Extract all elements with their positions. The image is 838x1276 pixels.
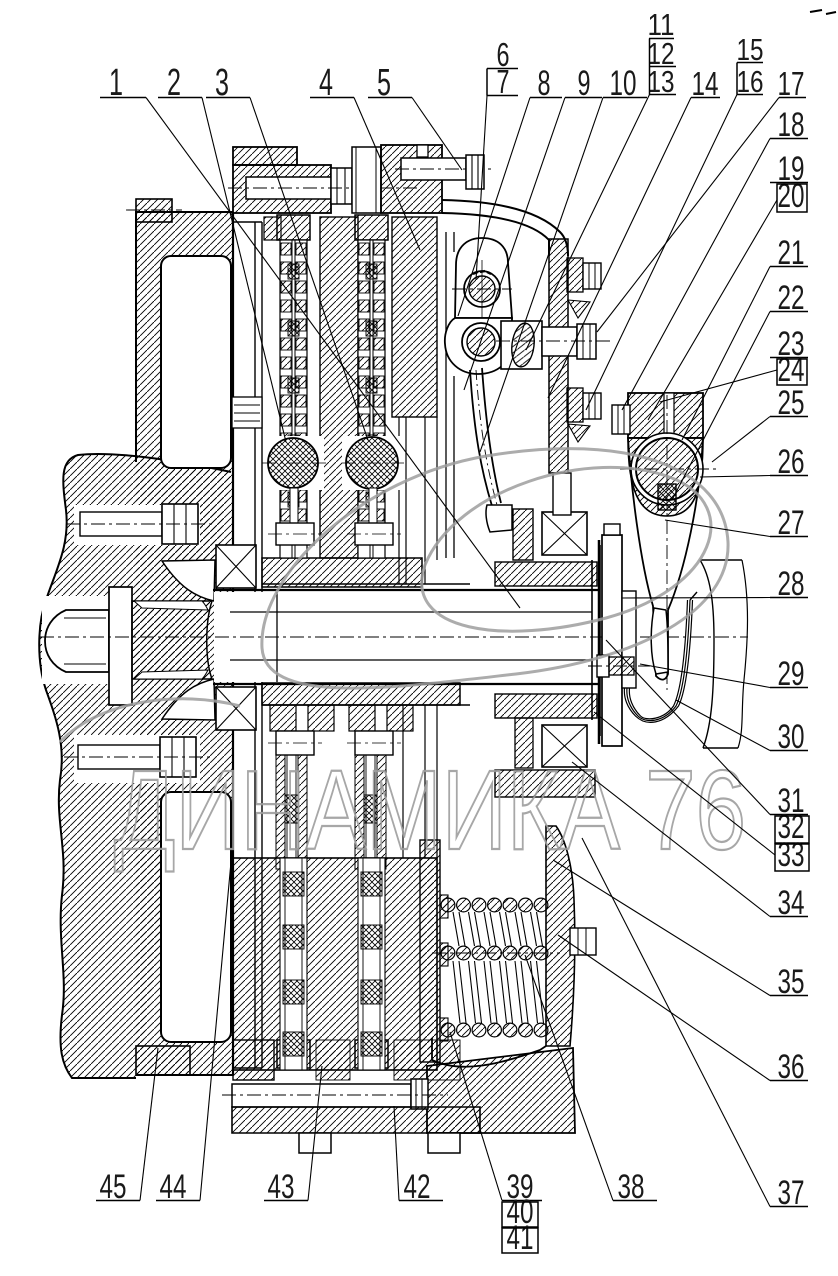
svg-text:20: 20 [778, 177, 805, 215]
svg-text:32: 32 [778, 808, 805, 846]
svg-text:3: 3 [215, 62, 229, 104]
svg-text:18: 18 [778, 106, 805, 144]
svg-text:22: 22 [778, 279, 805, 317]
svg-text:38: 38 [618, 1168, 645, 1206]
svg-text:44: 44 [160, 1168, 187, 1206]
svg-text:31: 31 [778, 782, 805, 820]
svg-text:40: 40 [507, 1193, 534, 1231]
svg-text:43: 43 [268, 1168, 295, 1206]
svg-text:45: 45 [100, 1168, 127, 1206]
svg-text:41: 41 [507, 1219, 534, 1257]
svg-text:36: 36 [778, 1048, 805, 1086]
svg-text:34: 34 [778, 884, 805, 922]
svg-text:35: 35 [778, 963, 805, 1001]
svg-text:15: 15 [737, 32, 764, 67]
svg-text:5: 5 [377, 62, 391, 104]
svg-text:37: 37 [778, 1174, 805, 1212]
svg-text:16: 16 [737, 64, 764, 99]
svg-text:7: 7 [497, 63, 510, 100]
svg-text:6: 6 [497, 36, 510, 73]
svg-text:2: 2 [167, 62, 181, 104]
svg-text:4: 4 [319, 62, 333, 104]
svg-text:30: 30 [778, 718, 805, 756]
svg-text:33: 33 [778, 836, 805, 874]
svg-text:10: 10 [610, 64, 637, 103]
svg-text:13: 13 [648, 64, 675, 99]
svg-text:14: 14 [692, 65, 719, 102]
svg-text:29: 29 [778, 655, 805, 693]
svg-text:21: 21 [778, 234, 805, 272]
svg-text:27: 27 [778, 504, 805, 542]
svg-text:11: 11 [648, 7, 675, 42]
svg-text:42: 42 [404, 1168, 431, 1206]
svg-text:8: 8 [538, 64, 551, 103]
svg-text:ДИНАМИКА 76: ДИНАМИКА 76 [114, 747, 746, 873]
svg-text:9: 9 [578, 64, 591, 103]
svg-text:1: 1 [109, 62, 123, 104]
svg-text:24: 24 [778, 351, 805, 389]
svg-text:28: 28 [778, 565, 805, 603]
svg-text:19: 19 [778, 150, 805, 188]
svg-text:23: 23 [778, 325, 805, 363]
svg-text:39: 39 [507, 1168, 534, 1206]
svg-text:26: 26 [778, 443, 805, 481]
svg-text:25: 25 [778, 384, 805, 422]
svg-text:12: 12 [648, 36, 675, 71]
svg-text:17: 17 [778, 65, 805, 102]
